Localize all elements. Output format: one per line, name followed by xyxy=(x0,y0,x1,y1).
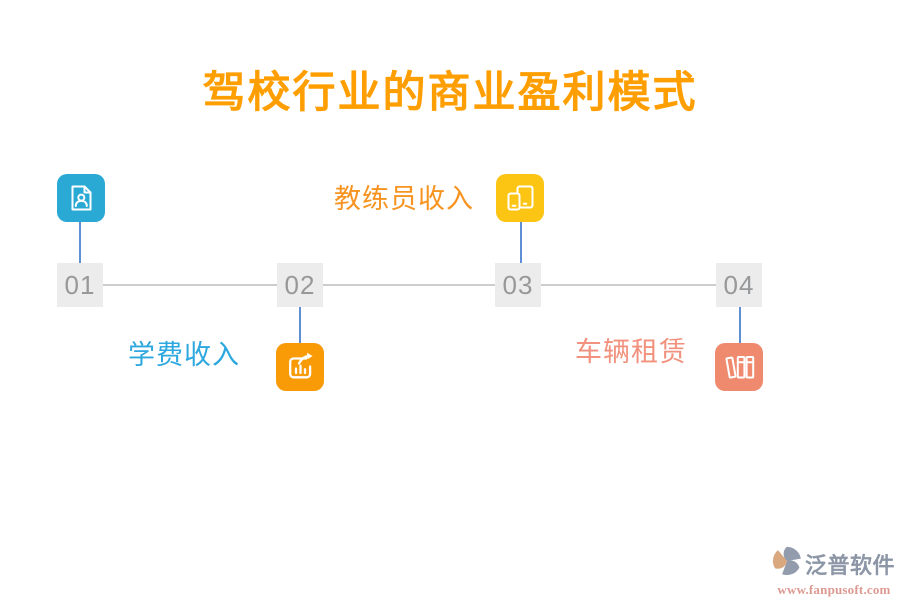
step-box-03: 03 xyxy=(495,263,541,307)
mobile-devices-icon xyxy=(496,174,544,222)
logo-blade-2 xyxy=(782,560,800,576)
connector-node-4 xyxy=(739,307,741,345)
resume-document-icon xyxy=(57,174,105,222)
timeline-line xyxy=(80,284,740,286)
fanpu-logo-icon xyxy=(772,546,802,581)
step-box-01: 01 xyxy=(57,263,103,307)
bookshelf-icon xyxy=(715,343,763,391)
brand-name: 泛普软件 xyxy=(805,552,896,578)
brand-website: www.fanpusoft.com xyxy=(777,582,891,597)
step-box-02: 02 xyxy=(277,263,323,307)
page-title: 驾校行业的商业盈利模式 xyxy=(202,70,698,117)
connector-node-2 xyxy=(299,307,301,345)
brand-row: 泛普软件 xyxy=(772,546,896,581)
label-vehicle-rental: 车辆租赁 xyxy=(575,337,687,367)
chart-growth-icon xyxy=(276,343,324,391)
step-box-04: 04 xyxy=(716,263,762,307)
logo-blade-1 xyxy=(783,546,801,561)
label-coach-income: 教练员收入 xyxy=(334,184,474,214)
connector-node-3 xyxy=(520,221,522,263)
logo-blade-3 xyxy=(772,550,787,569)
label-tuition-income: 学费收入 xyxy=(128,340,240,370)
connector-node-1 xyxy=(79,221,81,263)
brand-footer: 泛普软件 www.fanpusoft.com xyxy=(772,546,896,598)
